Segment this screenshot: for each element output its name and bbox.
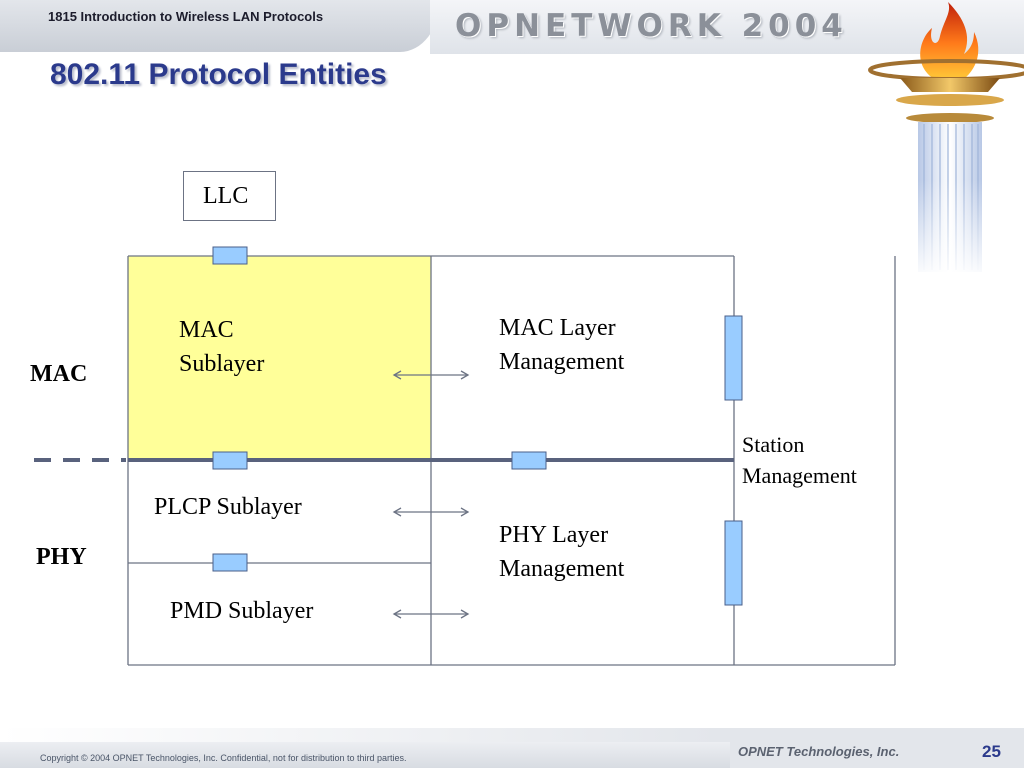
plcp-sublayer-label: PLCP Sublayer	[154, 494, 302, 520]
mac-layer-label: MAC	[30, 361, 88, 387]
pmd-sublayer-label: PMD Sublayer	[170, 598, 314, 624]
llc-box	[183, 171, 276, 221]
sap-phy-mgmt-station	[724, 520, 743, 606]
slide-title: 802.11 Protocol Entities	[50, 58, 387, 91]
mac-sublayer-label-line2: Sublayer	[179, 351, 265, 377]
plcp-mgmt-double-arrow-icon	[392, 507, 470, 517]
copyright-notice: Copyright © 2004 OPNET Technologies, Inc…	[40, 753, 407, 763]
station-mgmt-label-line2: Management	[742, 463, 857, 488]
brand-logo-text: OPNETWORK 2004	[455, 8, 848, 44]
phy-layer-mgmt-label-line2: Management	[499, 556, 625, 582]
mac-layer-mgmt-label-line2: Management	[499, 349, 625, 375]
page-number: 25	[982, 742, 1001, 761]
phy-layer-label: PHY	[36, 544, 87, 570]
sap-mac-mgmt-station	[724, 315, 743, 401]
sap-plcp-pmd	[212, 553, 248, 572]
course-title: 1815 Introduction to Wireless LAN Protoc…	[48, 9, 324, 24]
mac-sublayer-label-line1: MAC	[179, 317, 234, 343]
mac-sublayer-box	[128, 256, 431, 460]
mac-mgmt-double-arrow-icon	[392, 370, 470, 380]
sap-mac-phy-mgmt	[511, 451, 547, 470]
phy-layer-mgmt-label-line1: PHY Layer	[499, 522, 609, 548]
header-bar	[0, 0, 440, 52]
torch-logo-icon	[868, 2, 1024, 280]
station-mgmt-label-line1: Station	[742, 432, 805, 457]
footer-bar	[0, 742, 730, 768]
company-name: OPNET Technologies, Inc.	[738, 744, 900, 759]
mac-layer-mgmt-label-line1: MAC Layer	[499, 315, 616, 341]
sap-llc-mac	[212, 246, 248, 265]
llc-label: LLC	[203, 183, 249, 209]
pmd-mgmt-double-arrow-icon	[392, 609, 470, 619]
sap-mac-plcp	[212, 451, 248, 470]
